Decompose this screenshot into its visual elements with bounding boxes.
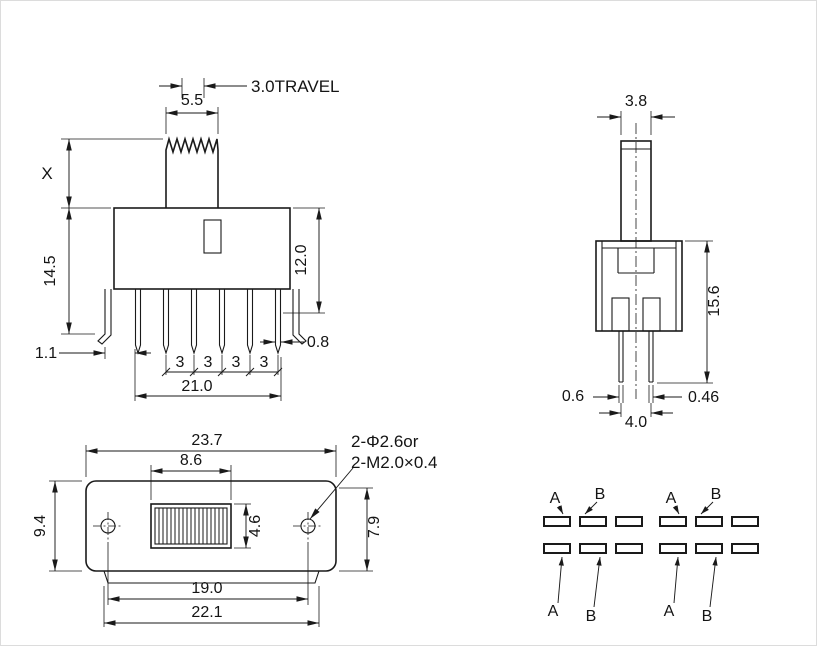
position-label-b: B	[702, 608, 713, 625]
tick-mark	[189, 367, 199, 377]
dim-front-height: 14.5	[42, 255, 59, 286]
side-terminal-clip	[611, 297, 630, 332]
position-label-a: A	[548, 603, 559, 620]
dim-top-slot-width: 4.6	[247, 515, 264, 537]
side-body-outline	[595, 240, 683, 332]
leader-line	[593, 556, 602, 608]
position-label-a: A	[664, 603, 675, 620]
front-body-outline	[113, 207, 291, 290]
contact-pad	[615, 543, 643, 554]
dim-pin-pitch: 3	[260, 354, 269, 371]
front-right-bracket	[292, 289, 307, 345]
position-label-a: A	[550, 490, 561, 507]
contact-pad	[615, 516, 643, 527]
position-label-b: B	[595, 486, 606, 503]
tick-mark	[245, 367, 255, 377]
dim-top-base-length: 22.1	[191, 604, 222, 621]
dim-top-mount-width: 7.9	[366, 516, 383, 538]
dim-pin-pitch: 3	[232, 354, 241, 371]
side-pins	[618, 331, 654, 383]
dim-side-pin-spacing: 4.0	[625, 414, 647, 431]
leader-line	[309, 467, 354, 520]
dim-front-pin-span: 21.0	[181, 378, 212, 395]
hole-callout-line1: 2-Φ2.6or	[351, 432, 419, 451]
dim-top-body-width: 9.4	[32, 515, 49, 537]
dim-front-travel: 3.0TRAVEL	[251, 77, 340, 96]
dim-front-knob-width: 5.5	[181, 92, 203, 109]
dim-top-slot-length: 8.6	[180, 452, 202, 469]
contact-pad	[543, 543, 571, 554]
contact-pad	[659, 543, 687, 554]
front-body-inner-detail	[203, 219, 222, 254]
contact-pad	[659, 516, 687, 527]
top-base-flange	[103, 570, 320, 584]
dim-side-height: 15.6	[706, 285, 723, 316]
dim-pin-pitch: 3	[204, 354, 213, 371]
top-knob-hatched	[154, 507, 228, 545]
contact-schematic: A B A B A B A B	[543, 486, 759, 625]
front-pins	[134, 289, 282, 355]
contact-pad	[579, 516, 607, 527]
top-slot-outline	[150, 503, 232, 549]
top-body-outline	[85, 480, 337, 572]
dim-side-pin-width-left: 0.6	[562, 388, 584, 405]
side-view: 3.8 15.6 0.6 0.46 4.0	[562, 93, 723, 431]
dim-pin-pitch: 3	[176, 354, 185, 371]
dim-front-knob-height: X	[41, 164, 52, 183]
contact-pad	[731, 543, 759, 554]
dim-front-pin-thickness: 0.8	[307, 334, 329, 351]
contact-pad	[695, 516, 723, 527]
top-view: 23.7 8.6 9.4 4.6 7.9 19.0 22.1 2-Φ2	[32, 432, 437, 627]
leader-line	[709, 556, 718, 608]
tick-mark	[217, 367, 227, 377]
leader-line	[584, 501, 598, 515]
leader-line	[672, 505, 680, 515]
dim-front-bracket-offset: 1.1	[35, 345, 57, 362]
leader-line	[700, 501, 714, 515]
leader-line	[557, 556, 564, 604]
dim-side-knob-thickness: 3.8	[625, 93, 647, 110]
front-view: 5.5 3.0TRAVEL X 14.5 12.0 3 3	[35, 77, 340, 401]
front-left-bracket	[97, 289, 112, 345]
front-knob-outline	[165, 136, 219, 208]
side-terminal-clip	[642, 297, 661, 332]
hole-callout-line2: 2-M2.0×0.4	[351, 453, 437, 472]
position-label-a: A	[666, 490, 677, 507]
side-knob-base	[617, 248, 655, 274]
leader-line	[673, 556, 680, 604]
leader-line	[556, 505, 564, 515]
position-label-b: B	[586, 608, 597, 625]
contact-pad	[731, 516, 759, 527]
dim-front-body-height: 12.0	[293, 244, 310, 275]
contact-pad	[543, 516, 571, 527]
dim-top-hole-spacing: 19.0	[191, 580, 222, 597]
contact-pad	[695, 543, 723, 554]
contact-pad	[579, 543, 607, 554]
position-label-b: B	[711, 486, 722, 503]
dim-top-overall-length: 23.7	[191, 432, 222, 449]
dim-side-pin-width-right: 0.46	[688, 389, 719, 406]
tick-mark	[161, 367, 171, 377]
